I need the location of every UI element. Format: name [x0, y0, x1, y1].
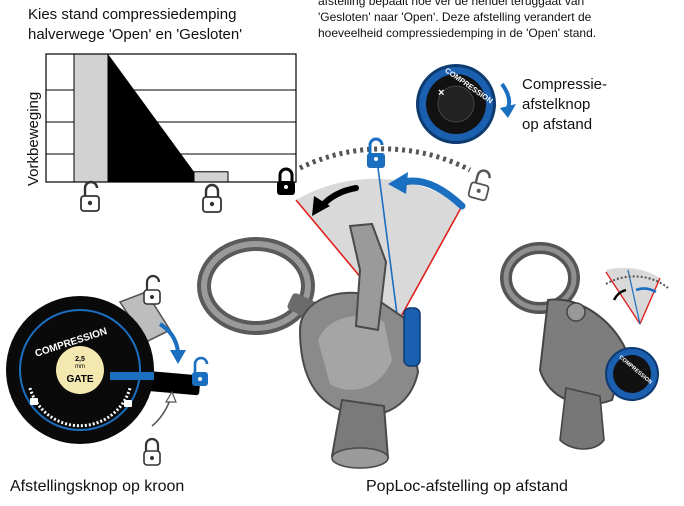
caption-remote: PopLoc-afstelling op afstand — [366, 478, 568, 496]
caption-crown: Afstellingsknop op kroon — [10, 478, 184, 496]
